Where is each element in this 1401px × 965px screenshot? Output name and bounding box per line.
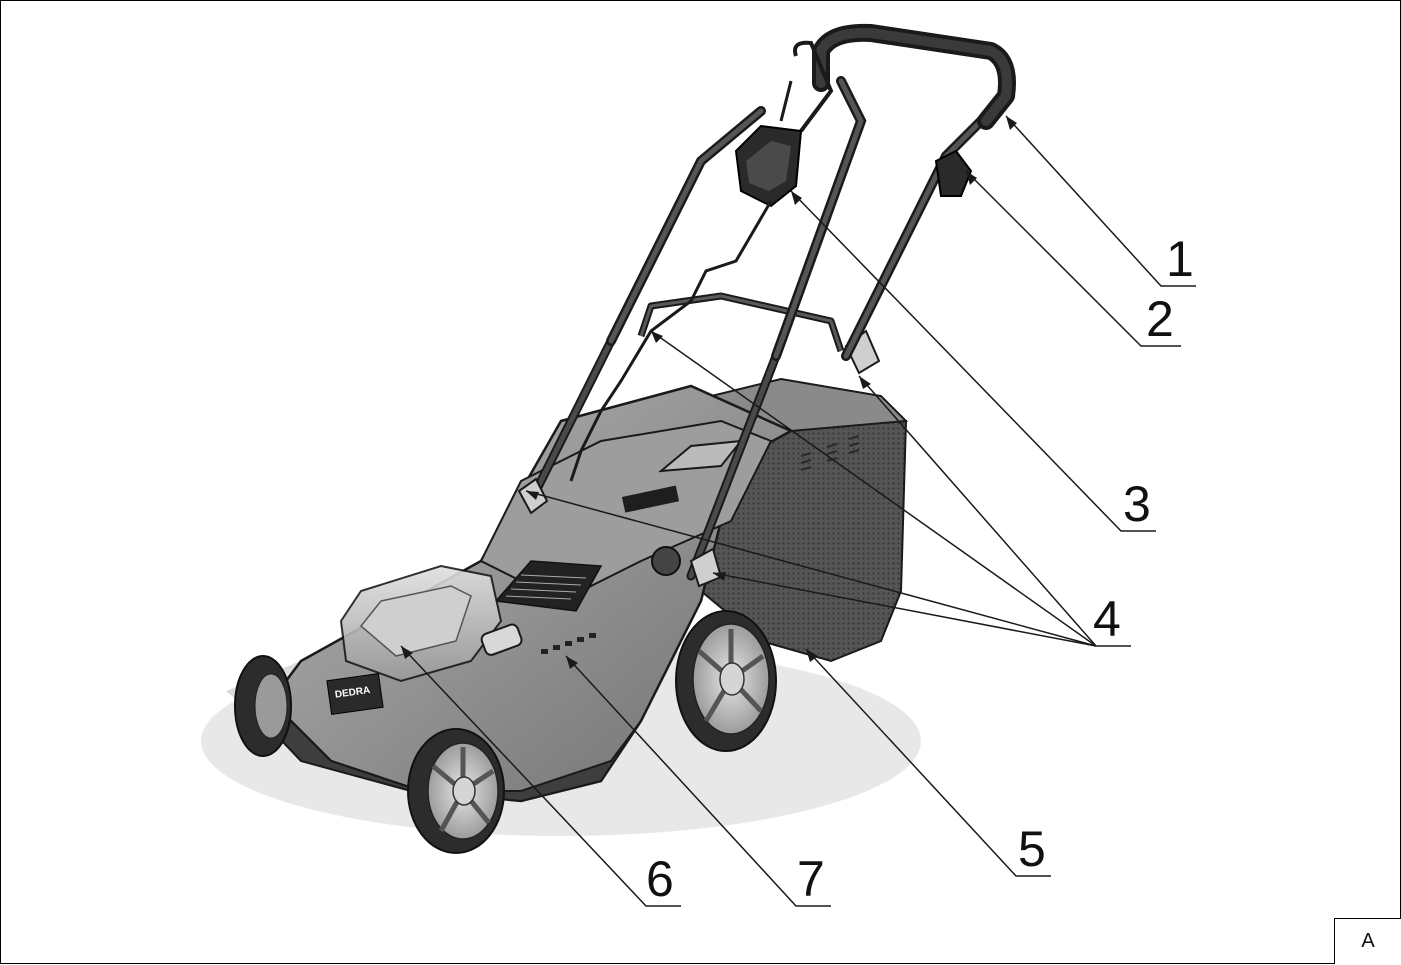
leader-2	[965, 170, 1181, 347]
leader-4c	[525, 490, 1097, 647]
deck-front-skirt	[261, 699, 642, 803]
callout-4: 4	[1093, 591, 1121, 647]
arrow-4d	[713, 572, 726, 581]
rating-label	[621, 485, 680, 513]
cable-clip	[934, 149, 973, 197]
rear-wheel	[675, 610, 777, 752]
arrow-1	[1006, 116, 1017, 130]
info-panel	[494, 560, 603, 612]
left-front-wheel	[234, 655, 292, 757]
arrow-4b	[859, 376, 871, 389]
safety-key	[480, 623, 523, 656]
callout-5: 5	[1018, 821, 1046, 877]
callout-6: 6	[646, 851, 674, 907]
arrow-7	[566, 656, 578, 669]
figure-label-box: A	[1334, 918, 1401, 964]
svg-text:DEDRA: DEDRA	[334, 685, 371, 701]
leader-1	[1005, 115, 1196, 287]
height-indicator	[541, 633, 596, 654]
battery-cover-window	[359, 585, 472, 657]
leader-4b	[858, 375, 1097, 647]
arrow-3	[791, 191, 802, 205]
arrow-6	[401, 646, 413, 659]
leader-6	[400, 645, 681, 907]
arrow-4a	[651, 331, 663, 343]
arrow-5	[806, 649, 818, 662]
callout-1: 1	[1166, 231, 1194, 287]
leader-4a	[650, 330, 1131, 647]
callout-2: 2	[1146, 291, 1174, 347]
brand-badge: DEDRA	[326, 672, 384, 716]
leader-3	[790, 190, 1156, 532]
callout-7: 7	[797, 851, 825, 907]
figure-letter: A	[1361, 930, 1375, 952]
switch-lever	[793, 40, 834, 133]
info-panel-lines	[505, 574, 587, 600]
leader-7	[565, 655, 831, 907]
arrow-2	[966, 171, 977, 185]
leader-4d	[712, 572, 1097, 647]
arrow-4c	[526, 491, 539, 500]
callout-3: 3	[1123, 476, 1151, 532]
front-wheel	[407, 728, 505, 854]
leader-5	[805, 648, 1051, 877]
